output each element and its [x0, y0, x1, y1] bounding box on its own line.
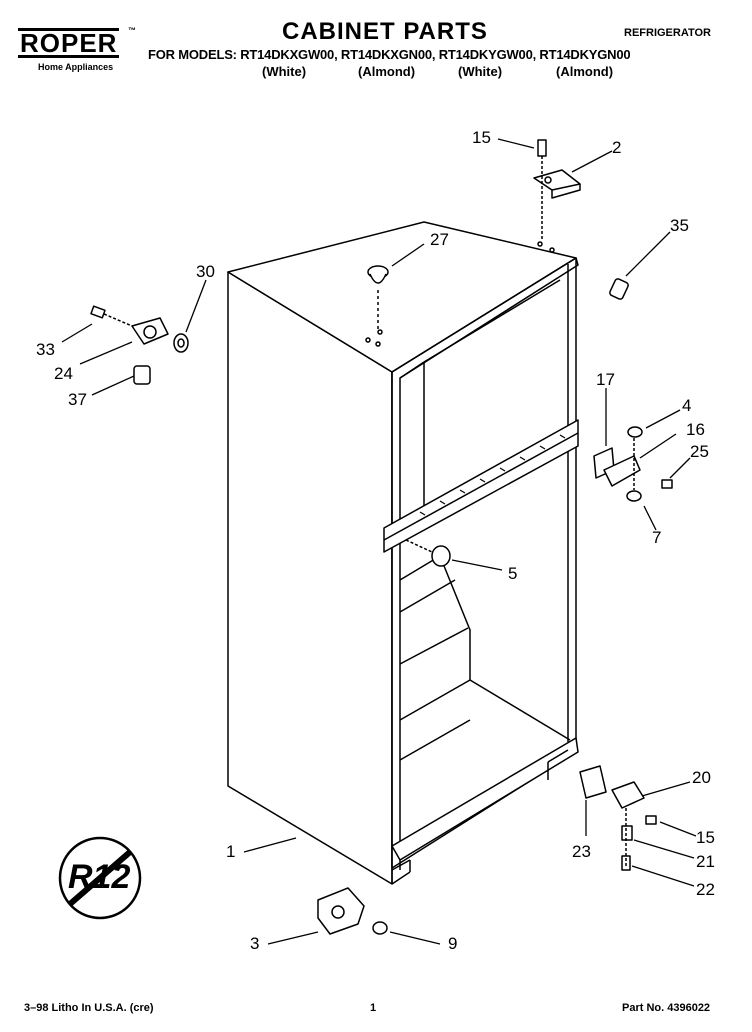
model-color-1: (White) [262, 64, 307, 79]
callout-15-top: 15 [472, 128, 491, 147]
page-title: CABINET PARTS [282, 18, 488, 45]
leveling-leg-parts [317, 887, 388, 935]
leader-lines [61, 138, 697, 945]
model-color-3: (White) [458, 64, 503, 79]
plug-part [367, 265, 389, 330]
callout-9: 9 [448, 934, 458, 953]
callout-21: 21 [696, 852, 715, 871]
callout-25: 25 [690, 442, 709, 461]
callout-20: 20 [692, 768, 711, 787]
top-hinge-part [533, 139, 581, 240]
model-color-2: (Almond) [358, 64, 416, 79]
r12-badge [58, 836, 142, 920]
footer-litho: 3–98 Litho In U.S.A. (cre) [24, 1002, 154, 1014]
r12-badge-text: R12 [68, 858, 131, 896]
button-part [405, 539, 451, 567]
brand-logo: ROPER [18, 28, 120, 58]
callout-7: 7 [652, 528, 662, 547]
brand-trademark: ™ [128, 26, 136, 35]
callout-15-bottom: 15 [696, 828, 715, 847]
middle-hinge-parts [593, 426, 673, 502]
callout-2: 2 [612, 138, 622, 157]
callout-5: 5 [508, 564, 518, 583]
product-type: REFRIGERATOR [624, 27, 711, 39]
callout-3: 3 [250, 934, 260, 953]
footer-part-number: Part No. 4396022 [622, 1002, 711, 1014]
left-hinge-parts [90, 305, 189, 385]
callout-37: 37 [68, 390, 87, 409]
brand-subtitle: Home Appliances [38, 62, 114, 72]
callout-23: 23 [572, 842, 591, 861]
model-list: FOR MODELS: RT14DKXGW00, RT14DKXGN00, RT… [148, 47, 631, 62]
callout-35: 35 [670, 216, 689, 235]
callout-16: 16 [686, 420, 705, 439]
model-color-4: (Almond) [556, 64, 614, 79]
callout-24: 24 [54, 364, 73, 383]
callout-17: 17 [596, 370, 615, 389]
cabinet-top-holes [365, 241, 555, 347]
cap-part [609, 278, 629, 300]
footer-page-number: 1 [370, 1002, 377, 1014]
callout-1: 1 [226, 842, 236, 861]
callout-33: 33 [36, 340, 55, 359]
callout-30: 30 [196, 262, 215, 281]
callout-22: 22 [696, 880, 715, 899]
callout-27: 27 [430, 230, 449, 249]
bottom-hinge-parts [579, 765, 657, 871]
cabinet-body [227, 221, 579, 885]
callout-4: 4 [682, 396, 692, 415]
